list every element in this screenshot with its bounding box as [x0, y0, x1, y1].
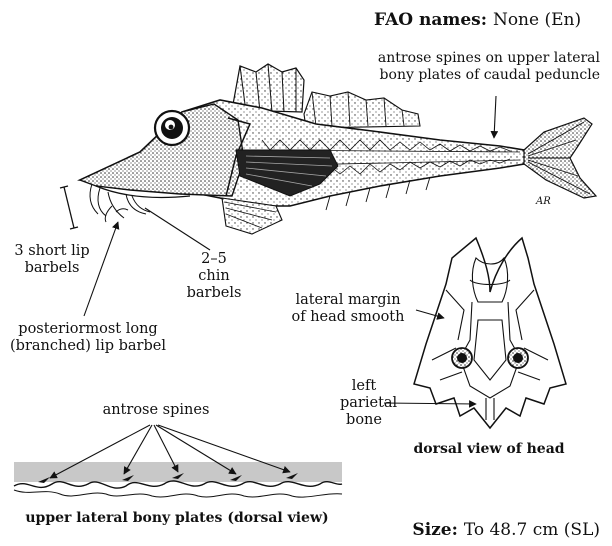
fao-names-value: None (En): [493, 10, 581, 30]
fao-names-label: FAO names:: [374, 10, 487, 30]
bony-plates-caption: upper lateral bony plates (dorsal view): [4, 510, 350, 527]
chin-barbels-pointer: [145, 208, 210, 250]
fish-lateral-illustration: [80, 64, 596, 234]
chin-barbels-label: 2–5 chin barbels: [184, 251, 244, 302]
dorsal-head-illustration: [414, 238, 566, 428]
artist-signature: AR: [536, 196, 551, 207]
dorsal-head-caption: dorsal view of head: [404, 441, 574, 458]
fao-names-header: FAO names: None (En): [374, 10, 581, 30]
caudal-spines-label: antrose spines on upper lateral bony pla…: [378, 50, 600, 84]
size-footer: Size: To 48.7 cm (SL): [412, 520, 600, 540]
antrose-spines-label: antrose spines: [86, 402, 226, 419]
lateral-margin-label: lateral margin of head smooth: [282, 292, 414, 326]
bony-plates-illustration: [14, 462, 342, 497]
short-lip-barbels-label: 3 short lip barbels: [6, 243, 98, 277]
size-label: Size:: [412, 520, 457, 540]
size-value: To 48.7 cm (SL): [464, 520, 600, 540]
parietal-bone-label: left parietal bone: [340, 378, 388, 429]
long-lip-barbel-label: posteriormost long (branched) lip barbel: [4, 321, 172, 355]
lip-barbel-bracket: [64, 187, 74, 228]
caudal-spines-pointer: [494, 96, 496, 138]
